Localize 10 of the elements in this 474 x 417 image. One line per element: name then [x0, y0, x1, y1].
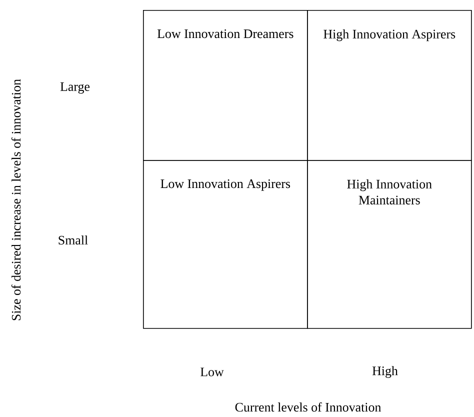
row-label: Large	[60, 82, 90, 94]
row-label: Small	[58, 235, 88, 245]
column-label: Low	[200, 368, 224, 376]
column-label: High	[372, 366, 398, 378]
quadrant-cell: Low Innovation Aspirers	[143, 160, 308, 329]
quadrant-cell: High Innovation Aspirers	[307, 10, 472, 161]
axis-title: Current levels of Innovation	[235, 402, 382, 412]
quadrant-cell: Low Innovation Dreamers	[143, 10, 308, 161]
axis-title: Size of desired increase in levels of innovation	[11, 79, 21, 320]
quadrant-cell: High Innovation Maintainers	[307, 160, 472, 329]
